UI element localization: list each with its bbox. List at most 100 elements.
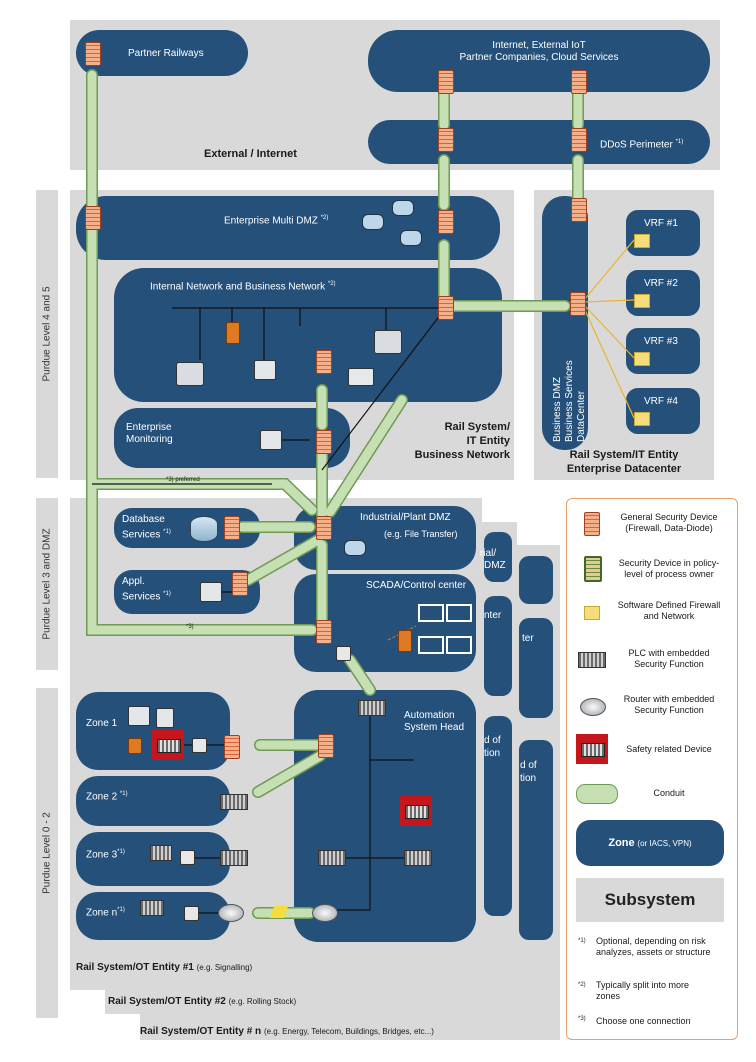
server-icon: [128, 738, 142, 754]
internal-network-sup: *2): [327, 281, 336, 287]
ddos-sup: *1): [675, 139, 684, 145]
zone-vrf-3: [626, 328, 700, 374]
monitor-icon: [446, 604, 472, 622]
legend-plc-line1: PLC with embedded: [628, 648, 710, 658]
printer-icon: [374, 330, 402, 354]
appl-services-label: Appl. Services *1): [122, 576, 171, 603]
it-entity-title: Rail System/ IT Entity Business Network: [392, 420, 510, 462]
firewall-icon: [316, 620, 332, 644]
firewall-icon: [438, 296, 454, 320]
db-services-line1: Database: [122, 514, 165, 525]
datacenter-vertical-3: DataCenter: [576, 390, 587, 442]
workstation-icon: [260, 430, 282, 450]
legend-subsystem: Subsystem: [576, 878, 724, 922]
legend-zone-rest: (or IACS, VPN): [637, 838, 692, 848]
firewall-icon: [318, 734, 334, 758]
ghost-label: d of: [484, 735, 501, 746]
ghost-label: DMZ: [484, 560, 506, 571]
legend-zone-bold: Zone: [608, 837, 635, 849]
datacenter-title-1: Rail System/IT Entity: [569, 449, 679, 461]
legend-note3: Choose one connection: [596, 1016, 691, 1026]
conduit-ddos-dmz: [438, 154, 584, 211]
firewall-icon: [438, 210, 454, 234]
it-entity-line1: Rail System/: [444, 421, 510, 433]
ghost-label: rial/: [480, 548, 497, 559]
zone-n-sup: *1): [117, 907, 125, 913]
purdue-level-4-5: Purdue Level 4 and 5: [36, 190, 58, 478]
zone-3-text: Zone 3: [86, 849, 118, 861]
firewall-icon: [224, 735, 240, 759]
firewall-icon: [316, 516, 332, 540]
ghost-label: nter: [484, 610, 502, 621]
ot-entity-2-note: (e.g. Rolling Stock): [228, 997, 297, 1006]
legend-zone: Zone (or IACS, VPN): [576, 820, 724, 866]
internet-label: Internet, External IoT Partner Companies…: [368, 40, 710, 64]
zone-1-label: Zone 1: [86, 718, 118, 729]
legend-note1-line2: analyzes, assets or structure: [596, 947, 711, 957]
ot-entity-1-name: Rail System/OT Entity #1: [76, 962, 194, 973]
legend-pd-line1: Security Device in policy-: [618, 558, 720, 568]
legend-note3-mark: *3): [578, 1016, 586, 1022]
zone-automation-system-head: [294, 690, 476, 942]
internal-network-text: Internal Network and Business Network: [150, 281, 326, 293]
firewall-icon: [316, 350, 332, 374]
zone-n-label: Zone n*1): [86, 904, 125, 919]
sdn-firewall-icon: [634, 294, 650, 308]
zone-enterprise-multi-dmz: [76, 196, 500, 260]
legend-safety-icon: [576, 734, 608, 764]
zone-n-text: Zone n: [86, 907, 118, 919]
legend-gs-line1: General Security Device: [620, 512, 718, 522]
io-module-icon: [150, 845, 172, 861]
ot-entity-n-title: Rail System/OT Entity # n (e.g. Energy, …: [140, 1026, 434, 1037]
firewall-icon: [316, 430, 332, 454]
zone-vrf-4: [626, 388, 700, 434]
legend-firewall-icon: [584, 512, 600, 536]
monitor-icon: [418, 636, 444, 654]
legend: [566, 498, 738, 1040]
switch-icon: [192, 738, 207, 753]
multi-dmz-sup: *2): [320, 215, 329, 221]
firewall-icon: [224, 516, 240, 540]
zone-2-label: Zone 2 *1): [86, 788, 128, 803]
router-icon: [312, 904, 338, 922]
legend-note2-mark: *2): [578, 982, 586, 988]
monitor-icon: [446, 636, 472, 654]
db-services-sup: *1): [163, 529, 171, 535]
firewall-icon: [232, 572, 248, 596]
vrf-1-label: VRF #1: [644, 218, 678, 229]
firewall-icon: [438, 128, 454, 152]
zone-ddos-perimeter: [368, 120, 710, 164]
firewall-icon: [570, 292, 586, 316]
firewall-icon: [571, 198, 587, 222]
legend-sdn-line1: Software Defined Firewall: [617, 600, 721, 610]
monitoring-label: Enterprise Monitoring: [126, 422, 173, 446]
switch-icon: [180, 850, 195, 865]
ot-entity-2-title: Rail System/OT Entity #2 (e.g. Rolling S…: [108, 996, 296, 1007]
multi-dmz-label: Enterprise Multi DMZ *2): [224, 212, 328, 227]
ghost-zone: [484, 596, 512, 696]
ghost-zone: [519, 556, 553, 604]
ddos-text: DDoS Perimeter: [600, 139, 673, 151]
legend-pd-line2: level of process owner: [624, 569, 714, 579]
datacenter-title: Rail System/IT Entity Enterprise Datacen…: [534, 448, 714, 476]
legend-note2-line1: Typically split into more: [596, 980, 690, 990]
datacenter-vertical-2: Business Services: [564, 360, 575, 442]
industrial-dmz-label: Industrial/Plant DMZ: [360, 512, 451, 523]
legend-safety: Safety related Device: [626, 744, 712, 754]
purdue-level-0-2: Purdue Level 0 - 2: [36, 688, 58, 1018]
db-services-label: Database Services *1): [122, 514, 171, 541]
antenna-icon: [156, 708, 174, 728]
legend-conduit-icon: [576, 784, 618, 804]
internet-label-line2: Partner Companies, Cloud Services: [459, 52, 619, 63]
firewall-icon: [571, 70, 587, 94]
firewall-icon: [571, 128, 587, 152]
legend-sdn-icon: [584, 606, 600, 620]
appl-services-line1: Appl.: [122, 576, 145, 587]
ghost-zone: [519, 618, 553, 718]
external-internet-title: External / Internet: [204, 148, 297, 160]
